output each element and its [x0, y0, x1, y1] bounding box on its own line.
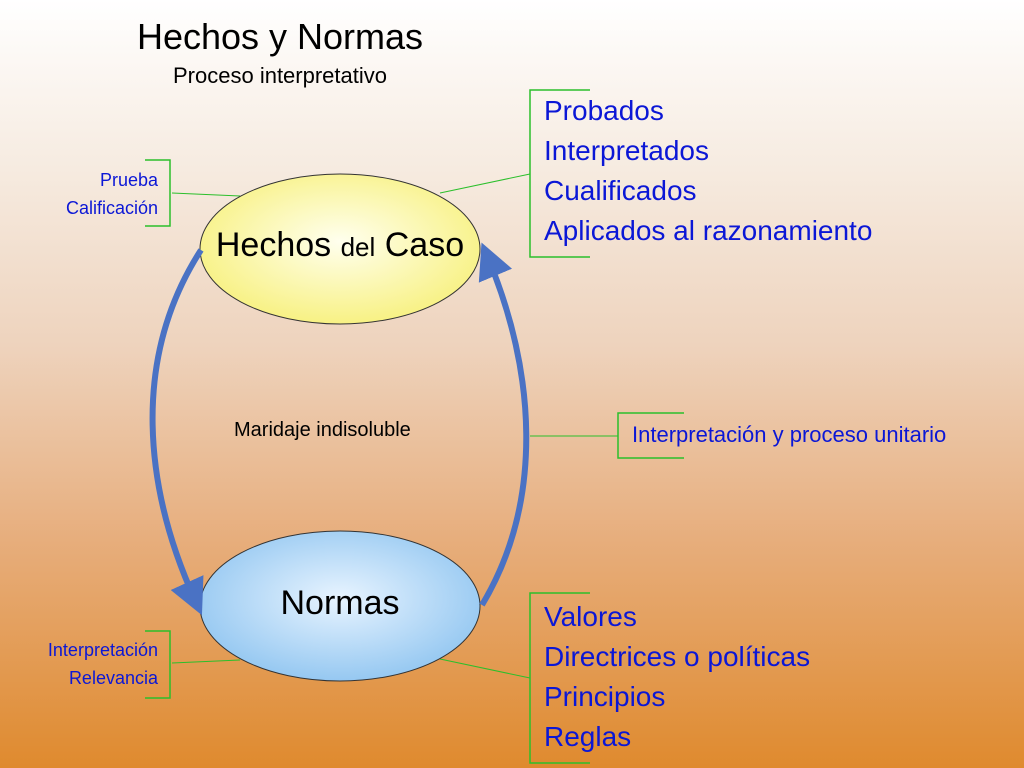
normas-left-list: Interpretación Relevancia: [10, 636, 158, 692]
bracket-hechos-left: [145, 159, 171, 227]
bracket-normas-left: [145, 630, 171, 699]
normas-left-item: Interpretación: [47, 640, 158, 660]
normas-right-item: Valores: [544, 601, 637, 632]
arrow-hechos-to-normas: [149, 248, 204, 616]
normas-right-item: Reglas: [544, 721, 632, 752]
hechos-right-item: Aplicados al razonamiento: [544, 215, 873, 246]
hechos-right-item: Probados: [544, 95, 664, 126]
connector-hechos-right: [439, 173, 531, 194]
hechos-left-list: Prueba Calificación: [20, 166, 158, 222]
connector-hechos-left: [171, 192, 241, 197]
normas-left-item: Relevancia: [68, 668, 158, 688]
normas-right-list: Valores Directrices o políticas Principi…: [544, 597, 984, 757]
node-hechos-label: Hechos del Caso: [200, 226, 480, 265]
normas-right-item: Directrices o políticas: [544, 641, 811, 672]
hechos-left-item: Prueba: [99, 170, 158, 190]
hechos-left-item: Calificación: [65, 198, 158, 218]
middle-right-note: Interpretación y proceso unitario: [632, 422, 947, 447]
hechos-right-item: Cualificados: [544, 175, 697, 206]
bracket-hechos-right: [529, 89, 590, 258]
connector-normas-right: [439, 658, 531, 679]
hechos-right-item: Interpretados: [544, 135, 709, 166]
normas-right-item: Principios: [544, 681, 666, 712]
page-subtitle: Proceso interpretativo: [173, 63, 387, 88]
node-normas-label: Normas: [280, 584, 400, 622]
node-hechos-label-part2: del: [340, 232, 376, 262]
connector-normas-left: [171, 659, 241, 664]
bracket-middle-right: [617, 412, 684, 459]
bracket-normas-right: [529, 592, 590, 764]
arrow-normas-to-hechos: [478, 242, 530, 607]
center-label: Maridaje indisoluble: [234, 419, 411, 441]
node-hechos-label-part1: Hechos: [215, 226, 341, 264]
node-hechos-label-part3: Caso: [375, 226, 465, 264]
page-title: Hechos y Normas: [136, 16, 424, 57]
hechos-right-list: Probados Interpretados Cualificados Apli…: [544, 91, 1004, 251]
